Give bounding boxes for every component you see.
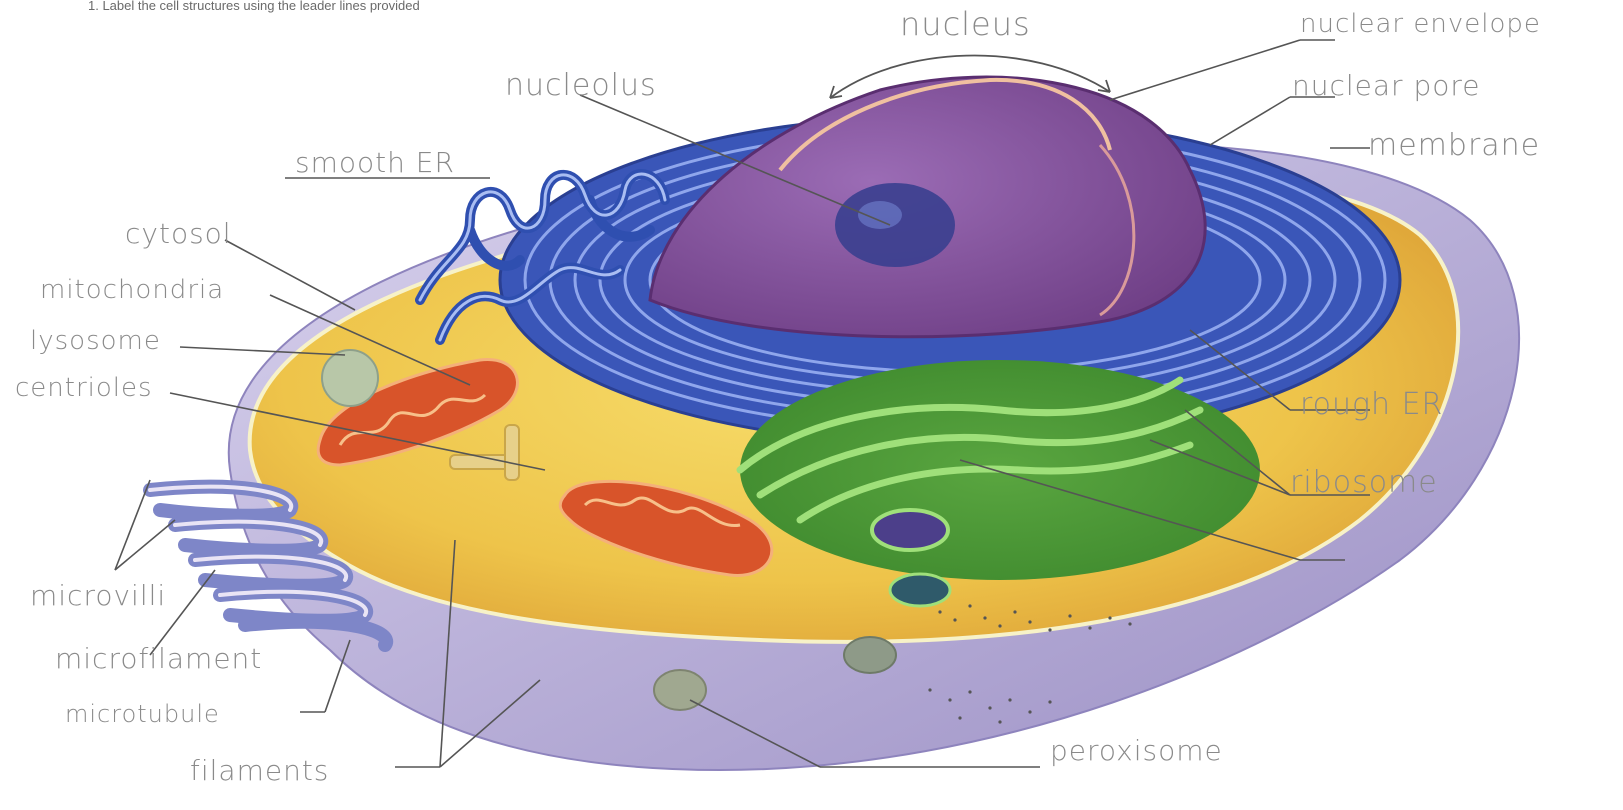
label-microvilli: microvilli <box>30 579 166 612</box>
label-nucleolus: nucleolus <box>505 68 657 103</box>
label-nuclear-pore: nuclear pore <box>1292 69 1481 102</box>
label-rough-er: rough ER <box>1300 387 1443 422</box>
label-lysosome: lysosome <box>30 326 161 356</box>
label-microfilament: microfilament <box>55 642 262 675</box>
label-nucleus: nucleus <box>900 5 1031 43</box>
label-smooth-er: smooth ER <box>295 146 455 179</box>
lysosome <box>322 350 378 406</box>
label-mitochondria: mitochondria <box>40 275 224 305</box>
label-centrioles: centrioles <box>15 373 153 403</box>
label-microtubule: microtubule <box>65 700 220 728</box>
label-ribosome: ribosome <box>1290 465 1438 500</box>
label-peroxisome: peroxisome <box>1050 734 1223 767</box>
label-membrane: membrane <box>1368 128 1540 163</box>
label-nuclear-envelope: nuclear envelope <box>1300 9 1541 39</box>
label-cytosol: cytosol <box>125 217 232 250</box>
label-filaments: filaments <box>190 754 329 787</box>
